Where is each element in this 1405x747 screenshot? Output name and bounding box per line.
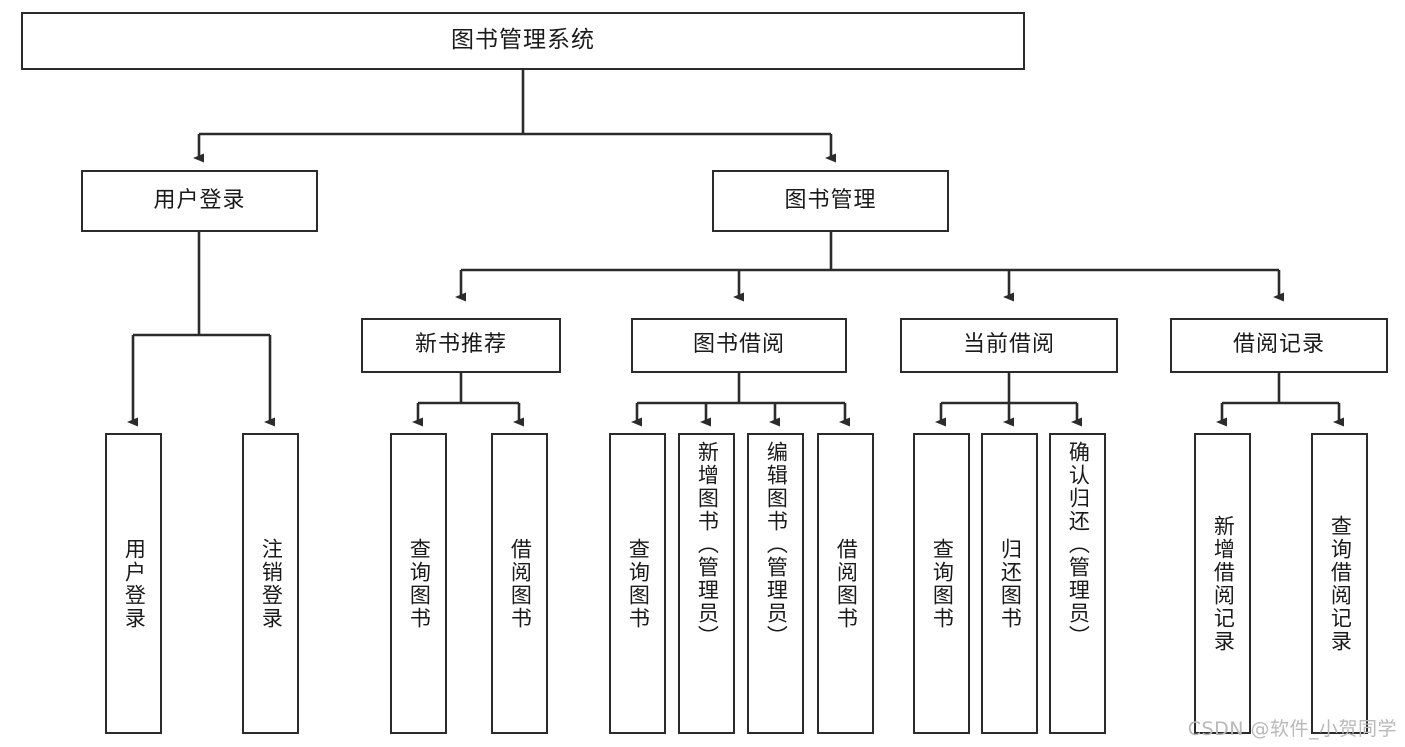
leaf-label: 新增借阅记录 <box>1211 514 1236 653</box>
leaf-label: 注销登录 <box>259 537 284 630</box>
leaf-add-borrow-record[interactable]: 新增借阅记录 <box>1194 433 1251 734</box>
node-root-system[interactable]: 图书管理系统 <box>21 12 1025 70</box>
node-new-book-recommend[interactable]: 新书推荐 <box>361 318 561 373</box>
leaf-label: 查询图书 <box>626 537 651 630</box>
leaf-edit-book-admin[interactable]: 编辑图书（管理员） <box>747 433 804 734</box>
leaf-label: 归还图书 <box>998 537 1023 630</box>
leaf-confirm-return-admin[interactable]: 确认归还（管理员） <box>1049 433 1106 734</box>
node-label: 当前借阅 <box>962 332 1055 358</box>
leaf-query-book-current[interactable]: 查询图书 <box>913 433 970 734</box>
leaf-query-book-new[interactable]: 查询图书 <box>390 433 447 734</box>
node-label: 借阅记录 <box>1232 332 1325 358</box>
leaf-label: 借阅图书 <box>508 537 533 630</box>
leaf-label: 查询图书 <box>407 537 432 630</box>
node-label: 图书管理 <box>784 187 877 213</box>
leaf-borrow-book[interactable]: 借阅图书 <box>817 433 874 734</box>
leaf-label: 查询图书 <box>930 537 955 630</box>
leaf-logout[interactable]: 注销登录 <box>242 433 299 734</box>
node-user-login[interactable]: 用户登录 <box>81 170 318 232</box>
leaf-user-login[interactable]: 用户登录 <box>105 433 162 734</box>
leaf-return-book[interactable]: 归还图书 <box>981 433 1038 734</box>
leaf-add-book-admin[interactable]: 新增图书（管理员） <box>678 433 735 734</box>
leaf-label: 用户登录 <box>122 537 147 630</box>
leaf-label: 借阅图书 <box>834 537 859 630</box>
node-label: 图书管理系统 <box>451 27 595 54</box>
leaf-label: 查询借阅记录 <box>1328 514 1353 653</box>
node-current-borrow[interactable]: 当前借阅 <box>900 318 1118 373</box>
leaf-label: 编辑图书（管理员） <box>764 441 789 648</box>
node-label: 用户登录 <box>153 187 246 213</box>
node-label: 新书推荐 <box>414 332 507 358</box>
leaf-query-book-borrow[interactable]: 查询图书 <box>609 433 666 734</box>
watermark: CSDN @软件_小贺同学 <box>1187 718 1397 740</box>
node-borrow-records[interactable]: 借阅记录 <box>1170 318 1388 373</box>
node-book-management[interactable]: 图书管理 <box>712 170 949 232</box>
leaf-label: 新增图书（管理员） <box>695 441 720 648</box>
leaf-query-borrow-record[interactable]: 查询借阅记录 <box>1311 433 1368 734</box>
node-book-borrow[interactable]: 图书借阅 <box>631 318 847 373</box>
node-label: 图书借阅 <box>692 332 785 358</box>
leaf-borrow-book-new[interactable]: 借阅图书 <box>491 433 548 734</box>
leaf-label: 确认归还（管理员） <box>1066 441 1091 648</box>
